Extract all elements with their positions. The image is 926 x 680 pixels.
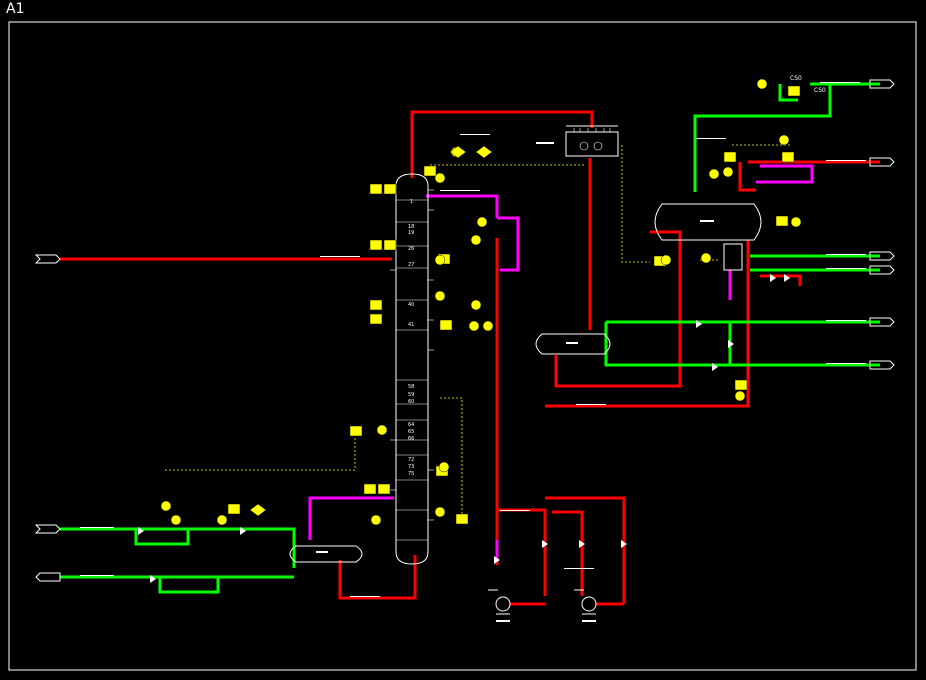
tag-markers — [80, 82, 866, 597]
pump-tags — [496, 620, 596, 622]
tray-label: 40 — [408, 302, 414, 308]
magenta-lines — [308, 164, 814, 560]
cs-label: CS0 — [790, 75, 802, 82]
utility-loop-2 — [158, 577, 220, 594]
bottom-draw-line — [338, 555, 417, 600]
utility-lines-green — [60, 82, 880, 594]
pump-a-feed — [497, 508, 547, 596]
overhead-vapor-line — [410, 110, 594, 178]
cw-connector-1 — [869, 251, 895, 261]
tray-label: 1 — [410, 199, 413, 205]
reflux-drum — [654, 203, 762, 241]
utility-connector-1 — [34, 524, 61, 534]
cw-connector-top — [869, 79, 895, 89]
tray-label: 64 — [408, 422, 414, 428]
product-loop — [738, 162, 756, 192]
fans — [573, 128, 611, 151]
drawing-frame — [8, 21, 917, 671]
cs-label-2: CS0 — [814, 87, 826, 94]
pump-b — [581, 596, 597, 612]
cw-loop-left — [778, 84, 798, 102]
magenta-draw-2 — [308, 496, 394, 540]
off-page-connectors — [34, 79, 895, 582]
magenta-top-right — [756, 164, 814, 184]
instruments — [160, 78, 802, 526]
tray-label: 26 — [408, 246, 414, 252]
utility-connector-2 — [35, 572, 61, 582]
tray-label: 60 — [408, 399, 414, 405]
discharge-return — [545, 240, 750, 408]
tray-label: 66 — [408, 436, 414, 442]
vessel-fills — [316, 142, 714, 553]
magenta-draw-1 — [426, 194, 499, 218]
tray-label: 65 — [408, 429, 414, 435]
tray-label: 73 — [408, 464, 414, 470]
utility-left-1 — [60, 527, 296, 568]
pump-b-discharge — [545, 496, 626, 604]
tray-label: 58 — [408, 384, 414, 390]
feed-connector — [34, 254, 61, 264]
pump-a — [495, 596, 511, 612]
middle-drum — [535, 333, 611, 355]
process-lines-red — [60, 110, 880, 606]
product-connector — [869, 157, 895, 167]
signal-lines — [165, 144, 790, 518]
distillation-column: 1 18 19 26 27 40 41 58 59 60 64 65 66 72… — [390, 173, 434, 565]
vessels — [289, 125, 762, 563]
pumps — [488, 589, 597, 615]
tray-label: 41 — [408, 322, 414, 328]
reflux-drum-loop — [554, 230, 682, 388]
bottom-drum — [289, 545, 363, 563]
utility-loop-1 — [134, 529, 190, 546]
valves — [138, 274, 790, 583]
tray-label: 59 — [408, 392, 414, 398]
cw-connector-4 — [869, 360, 895, 370]
cooling-water-up — [693, 84, 832, 192]
tray-label: 27 — [408, 262, 414, 268]
tray-label: 75 — [408, 471, 414, 477]
tray-label: 19 — [408, 230, 414, 236]
magenta-loop — [497, 216, 520, 272]
cw-connector-2 — [869, 265, 895, 275]
tray-label: 72 — [408, 457, 414, 463]
cw-line-4 — [604, 322, 880, 367]
tray-label: 18 — [408, 224, 414, 230]
air-cooler — [565, 131, 619, 157]
sheet-label: A1 — [6, 1, 25, 17]
pump-b-feed — [552, 510, 584, 596]
boot-exchanger — [723, 243, 743, 271]
cw-connector-3 — [869, 317, 895, 327]
receiver-branch — [760, 274, 802, 286]
